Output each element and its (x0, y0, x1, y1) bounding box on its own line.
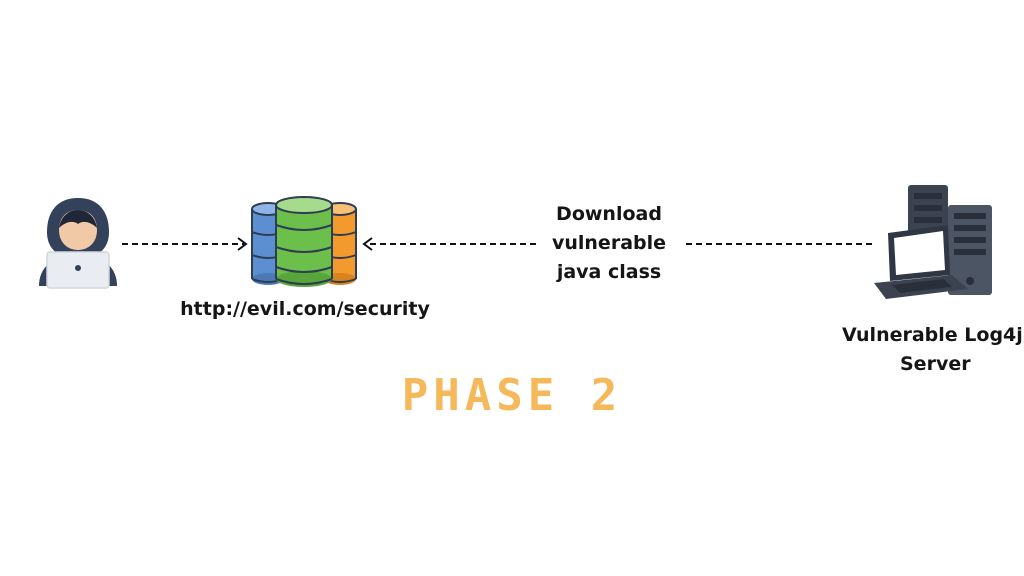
edge-attacker-to-database (122, 237, 248, 251)
server-with-laptop-icon (872, 183, 998, 301)
edge-label-download: Download vulnerable java class (534, 200, 684, 287)
hooded-hacker-laptop-icon (33, 196, 123, 290)
arrowhead-right (237, 237, 248, 251)
edge-server-to-database (362, 237, 874, 251)
database-stack-icon (248, 195, 360, 289)
phase-title: PHASE 2 (401, 370, 623, 421)
server-label-line: Server (900, 353, 971, 375)
database-url-label: http://evil.com/security (180, 298, 430, 320)
edge-label-line: java class (556, 261, 662, 283)
edge-label-line: vulnerable (551, 232, 667, 254)
server-label: Vulnerable Log4j Server (842, 321, 1024, 379)
edge-label-line: Download (556, 203, 662, 225)
arrowhead-left (362, 237, 373, 251)
server-label-line: Vulnerable Log4j (842, 324, 1023, 346)
